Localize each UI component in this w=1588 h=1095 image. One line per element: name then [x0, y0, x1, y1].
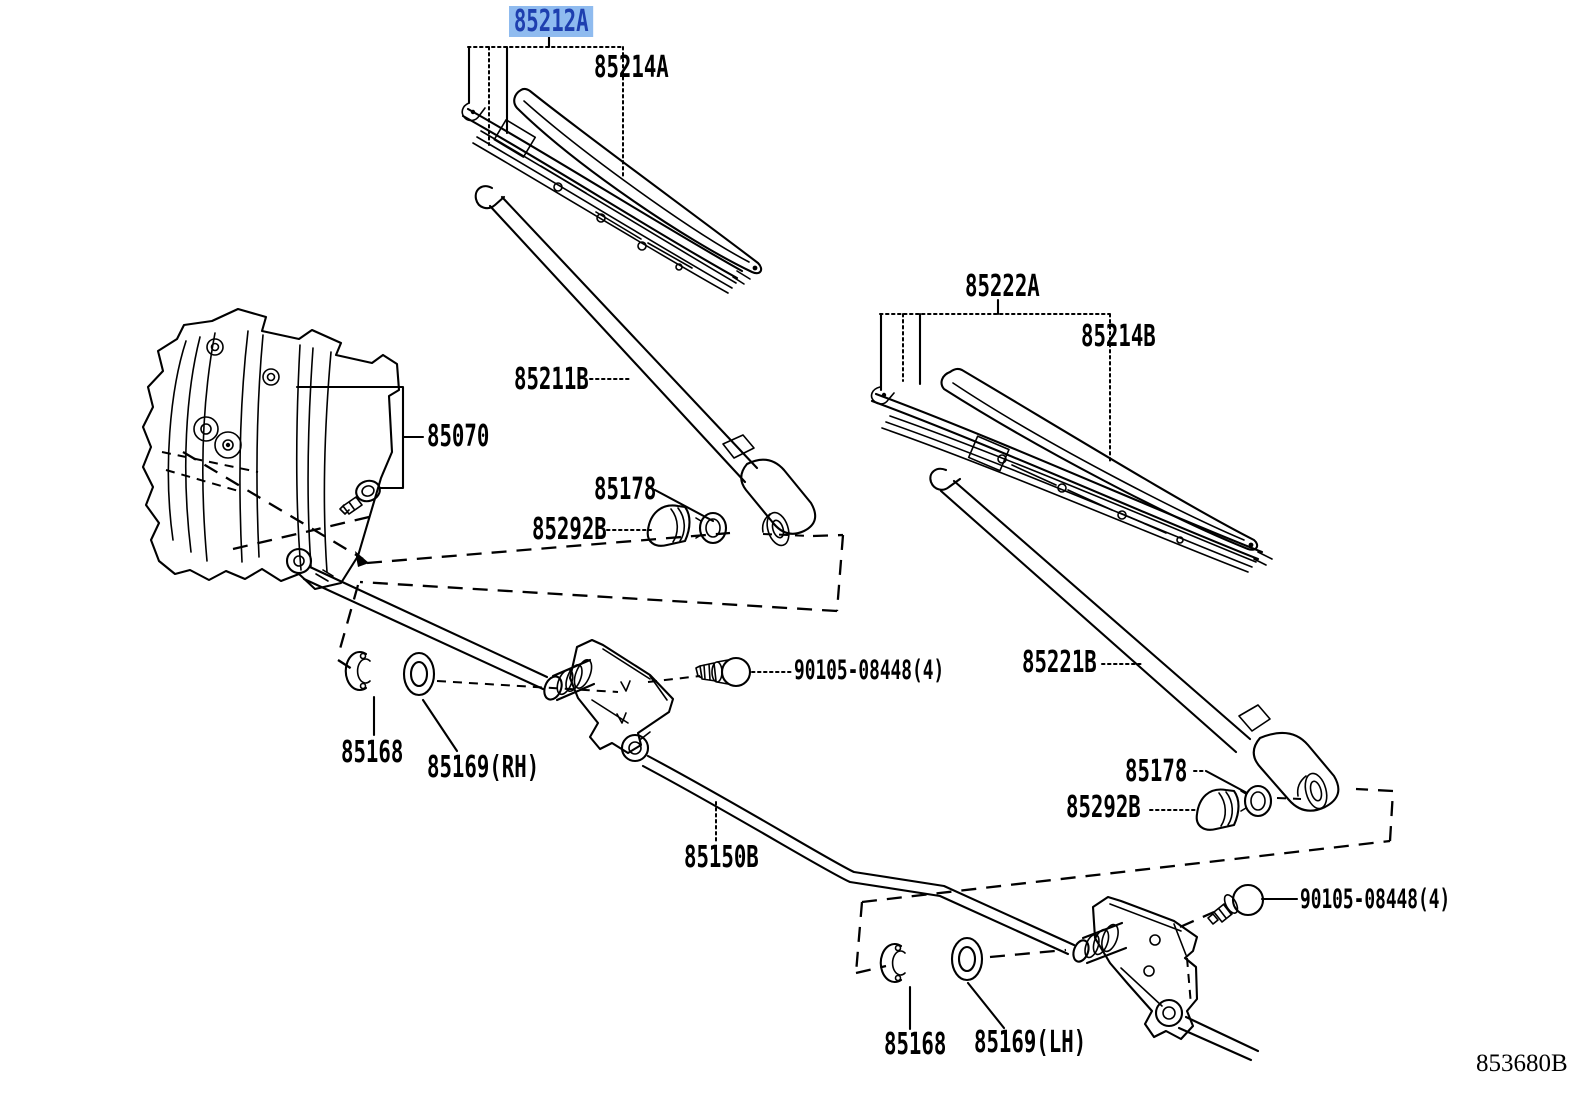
pivot-cap-right-art [1195, 788, 1240, 831]
part-label-85214a[interactable]: 85214A [594, 50, 669, 85]
part-label-85212a[interactable]: 85212A [509, 6, 594, 37]
part-label-85070[interactable]: 85070 [427, 419, 490, 454]
part-label-85168-left[interactable]: 85168 [341, 735, 404, 770]
snap-ring-lower-art [879, 943, 906, 983]
bolt-lower-art [1207, 883, 1265, 925]
snap-ring-left-art [344, 651, 371, 691]
part-label-85292b-left[interactable]: 85292B [532, 512, 607, 547]
wiper-refill-right-art [940, 367, 1259, 551]
wiper-arm-right-art [929, 467, 1340, 812]
part-label-85169-lh[interactable]: 85169(LH) [974, 1025, 1087, 1060]
lock-washer-left-art [695, 511, 728, 545]
part-label-85169-rh[interactable]: 85169(RH) [427, 750, 540, 785]
part-label-90105-08448-upper[interactable]: 90105-08448(4) [794, 655, 945, 686]
motor-mount-bolt-art [339, 479, 381, 515]
wiper-refill-left-art [513, 87, 763, 275]
part-label-85211b[interactable]: 85211B [514, 362, 589, 397]
grommet-rh-art [402, 651, 436, 697]
part-label-90105-08448-lower[interactable]: 90105-08448(4) [1300, 884, 1451, 915]
part-label-85222a[interactable]: 85222A [965, 269, 1040, 304]
part-label-85214b[interactable]: 85214B [1081, 319, 1156, 354]
linkage-rod-85150b-art [641, 754, 1076, 956]
lock-washer-right-art [1240, 784, 1273, 818]
pivot-cap-left-art [646, 504, 691, 547]
grommet-lh-art [950, 936, 984, 982]
part-label-85178-right[interactable]: 85178 [1125, 754, 1188, 789]
pivot-assembly-lower-art [1072, 895, 1260, 1062]
wiper-blade-right-art [870, 386, 1273, 573]
wiper-blade-left-art [461, 102, 751, 294]
part-label-85168-lower[interactable]: 85168 [884, 1027, 947, 1062]
figure-code: 853680B [1476, 1050, 1568, 1077]
bolt-upper-art [695, 656, 752, 688]
wiper-arm-left-art [474, 185, 817, 547]
part-label-85178-left[interactable]: 85178 [594, 472, 657, 507]
linkage-rod-left-art [285, 547, 549, 691]
pivot-assembly-center-art [543, 638, 675, 763]
assembly-dashed-lines [182, 451, 1395, 1006]
leader-lines [295, 378, 1299, 1031]
callout-bracket-right-blade [879, 298, 1111, 463]
part-label-85292b-right[interactable]: 85292B [1066, 790, 1141, 825]
part-label-85150b[interactable]: 85150B [684, 840, 759, 875]
part-label-85221b[interactable]: 85221B [1022, 645, 1097, 680]
wiper-motor-art [141, 307, 401, 591]
